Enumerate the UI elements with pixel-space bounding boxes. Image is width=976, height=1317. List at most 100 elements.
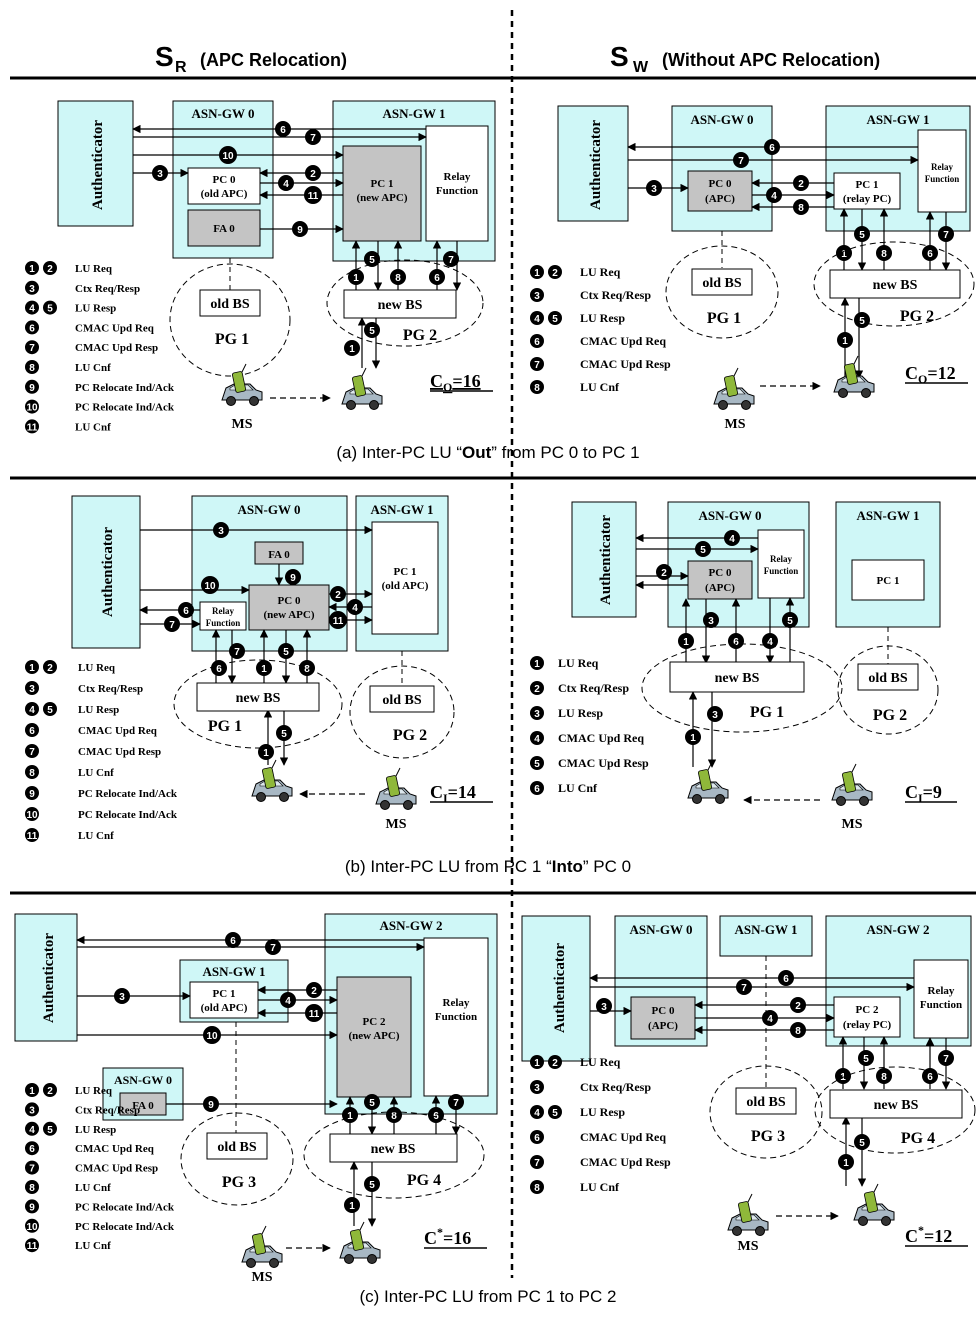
legend-badge-number: 1 (29, 663, 35, 674)
pc0-box (631, 997, 695, 1039)
svg-text:2: 2 (795, 1001, 801, 1012)
authenticator-label: Authenticator (100, 527, 116, 617)
svg-text:10: 10 (222, 151, 234, 162)
svg-text:8: 8 (798, 203, 804, 214)
pc2-box (834, 997, 900, 1037)
legend-item-label: Ctx Req/Resp (580, 288, 651, 302)
pg2-label: PG 2 (403, 327, 437, 344)
legend-badge-number: 7 (29, 343, 35, 354)
pc1-sub: (new APC) (356, 192, 407, 204)
legend-item-label: LU Req (78, 662, 116, 674)
legend-badge-number: 4 (534, 734, 540, 745)
svg-text:C*=16: C*=16 (424, 1225, 471, 1248)
legend-item-label: LU Req (580, 1055, 621, 1069)
legend-item-label: PC Relocate Ind/Ack (78, 788, 178, 800)
asn-gw1-label: ASN-GW 1 (383, 106, 446, 121)
svg-text:1: 1 (353, 273, 359, 284)
authenticator-label: Authenticator (90, 120, 106, 210)
legend-badge-number: 1 (29, 1086, 35, 1097)
new-bs-label: new BS (715, 671, 760, 686)
ms-label: MS (842, 817, 863, 832)
legend-item-label: LU Resp (75, 303, 116, 315)
cost-c-right: C*=12 (905, 1223, 968, 1246)
legend-b-left: 12LU Req3Ctx Req/Resp45LU Resp6CMAC Upd … (25, 660, 178, 842)
new-bs-label: new BS (236, 691, 281, 706)
legend-item-label: CMAC Upd Resp (75, 342, 158, 354)
asn-gw2-label: ASN-GW 2 (867, 922, 930, 937)
pg1-label: PG 1 (707, 310, 741, 327)
svg-text:3: 3 (119, 992, 125, 1003)
legend-item-label: CMAC Upd Resp (580, 357, 671, 371)
legend-item-label: PC Relocate Ind/Ack (75, 382, 175, 394)
panel-a-right: Authenticator ASN-GW 0 PC 0 (APC) ASN-GW… (558, 106, 974, 432)
svg-text:7: 7 (169, 620, 175, 631)
legend-item-label: LU Cnf (75, 1240, 111, 1252)
legend-a-right: 12LU Req3Ctx Req/Resp45LU Resp6CMAC Upd … (530, 265, 671, 394)
legend-badge-number: 9 (29, 789, 35, 800)
new-bs-label: new BS (371, 1142, 416, 1157)
svg-text:1: 1 (690, 733, 696, 744)
legend-badge-number: 6 (29, 1144, 35, 1155)
legend-badge-number: 7 (534, 360, 540, 371)
legend-badge-number: 5 (552, 314, 558, 325)
legend-item-label: LU Cnf (580, 380, 620, 394)
pc1-sub: (old APC) (201, 1002, 248, 1014)
ms-label: MS (232, 417, 253, 432)
ms-old-icon (832, 764, 872, 806)
pc2-label: PC 2 (856, 1004, 879, 1016)
pg3-label: PG 3 (751, 1128, 785, 1145)
pc2-sub: (new APC) (348, 1030, 399, 1042)
pc1-label: PC 1 (856, 179, 879, 191)
legend-item-label: Ctx Req/Resp (75, 1104, 140, 1116)
legend-badge-number: 2 (47, 663, 53, 674)
asn-gw1-label: ASN-GW 1 (735, 922, 798, 937)
fa0-label: FA 0 (213, 223, 235, 235)
svg-text:1: 1 (683, 637, 689, 648)
asn-gw1-label: ASN-GW 1 (371, 502, 434, 517)
svg-text:9: 9 (297, 225, 303, 236)
legend-badge-number: 3 (534, 291, 540, 302)
legend-badge-number: 5 (47, 1125, 53, 1136)
pc1-box (372, 522, 438, 634)
pg2-label: PG 2 (900, 308, 934, 325)
asn-gw0-label: ASN-GW 0 (238, 502, 301, 517)
legend-item-label: PC Relocate Ind/Ack (78, 809, 178, 821)
legend-item-label: PC Relocate Ind/Ack (75, 1221, 175, 1233)
legend-badge-number: 7 (29, 1164, 35, 1175)
svg-text:5: 5 (787, 616, 793, 627)
svg-text:4: 4 (767, 1014, 773, 1025)
legend-badge-number: 4 (534, 314, 540, 325)
legend-badge-number: 5 (47, 705, 53, 716)
old-bs-label: old BS (210, 297, 250, 312)
ms-label: MS (252, 1270, 273, 1285)
legend-badge-number: 1 (534, 268, 540, 279)
asn-gw0-label: ASN-GW 0 (114, 1073, 172, 1087)
svg-text:5: 5 (859, 1138, 865, 1149)
relay-label: Relay (770, 554, 792, 564)
legend-badge-number: 8 (534, 383, 540, 394)
svg-text:4: 4 (283, 179, 289, 190)
legend-item-label: CMAC Upd Req (75, 1143, 155, 1155)
pg1-label: PG 1 (208, 718, 242, 735)
legend-badge-number: 1 (534, 659, 540, 670)
legend-badge-number: 3 (29, 1105, 35, 1116)
svg-text:3: 3 (712, 710, 718, 721)
svg-text:3: 3 (157, 169, 163, 180)
svg-text:6: 6 (769, 143, 775, 154)
svg-text:4: 4 (285, 996, 291, 1007)
relay-label-2: Function (436, 185, 478, 197)
pc0-box (688, 171, 752, 211)
svg-text:10: 10 (206, 1031, 218, 1042)
pc2-sub: (relay PC) (843, 1019, 892, 1031)
authenticator-label: Authenticator (552, 943, 568, 1033)
legend-item-label: LU Req (558, 656, 599, 670)
svg-text:6: 6 (230, 936, 236, 947)
svg-text:7: 7 (741, 983, 747, 994)
new-bs-label: new BS (874, 1098, 919, 1113)
legend-item-label: CMAC Upd Req (78, 725, 158, 737)
legend-badge-number: 2 (47, 1086, 53, 1097)
svg-text:1: 1 (843, 1158, 849, 1169)
legend-item-label: LU Resp (558, 706, 603, 720)
ms-new-icon (342, 368, 382, 410)
